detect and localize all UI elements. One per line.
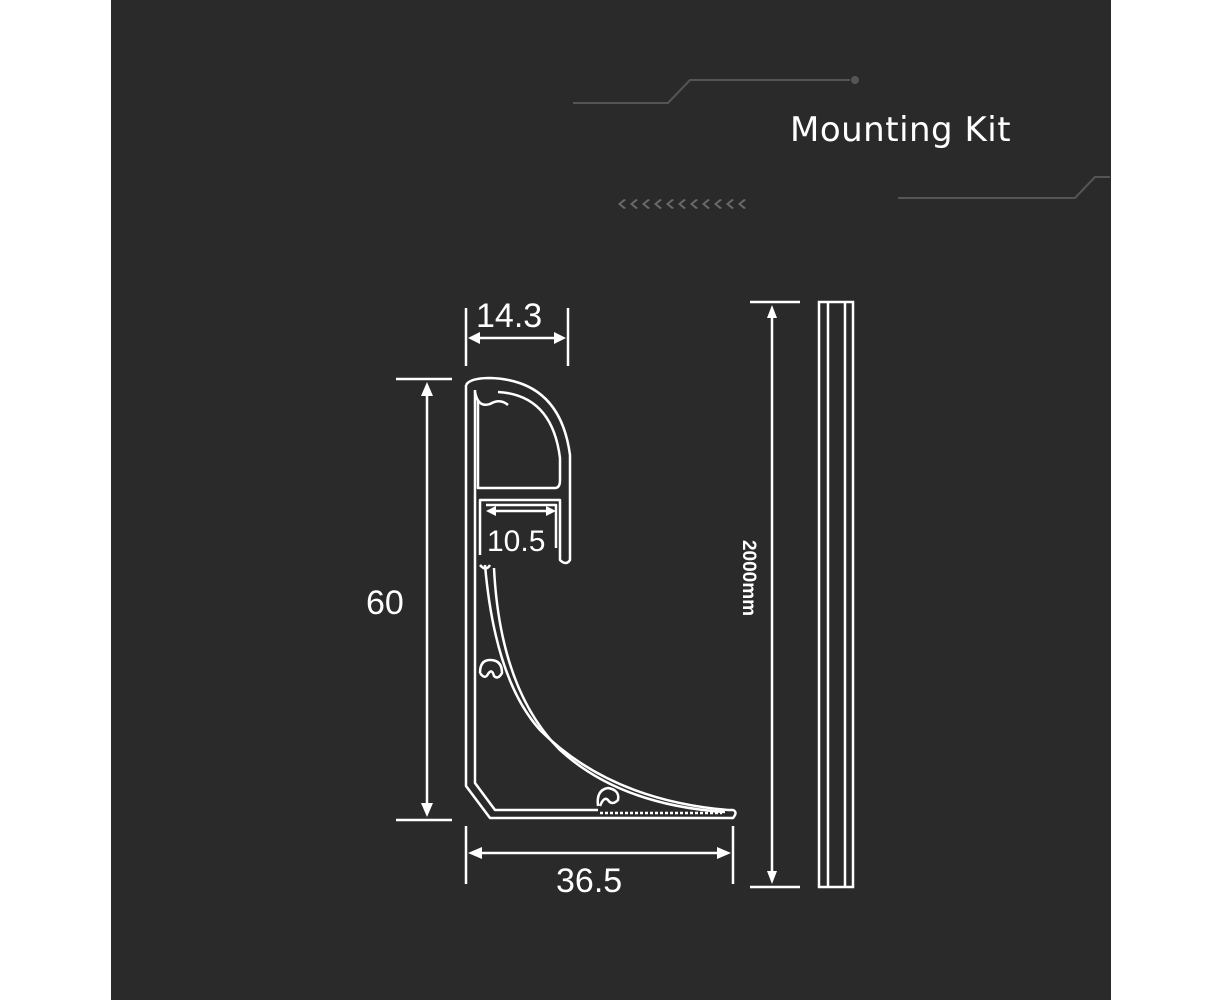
dimension-inner-width: 10.5 bbox=[487, 525, 546, 558]
dimension-base-width: 36.5 bbox=[556, 862, 623, 900]
dimension-length: 2000mm bbox=[738, 539, 759, 617]
deco-chevrons bbox=[618, 199, 746, 209]
profile-side-view bbox=[817, 300, 855, 889]
deco-line-top bbox=[573, 79, 850, 104]
dimension-top-width: 14.3 bbox=[476, 297, 543, 335]
dimension-arrows bbox=[421, 305, 777, 884]
dimension-lines bbox=[396, 300, 800, 889]
dimension-height: 60 bbox=[366, 584, 404, 622]
page-title: Mounting Kit bbox=[790, 110, 1012, 150]
deco-line-right bbox=[898, 176, 1110, 199]
drawing-background bbox=[111, 0, 1111, 1000]
deco-dot-top bbox=[851, 76, 859, 84]
profile-outline bbox=[464, 376, 737, 820]
decorative-lines bbox=[573, 76, 1110, 199]
